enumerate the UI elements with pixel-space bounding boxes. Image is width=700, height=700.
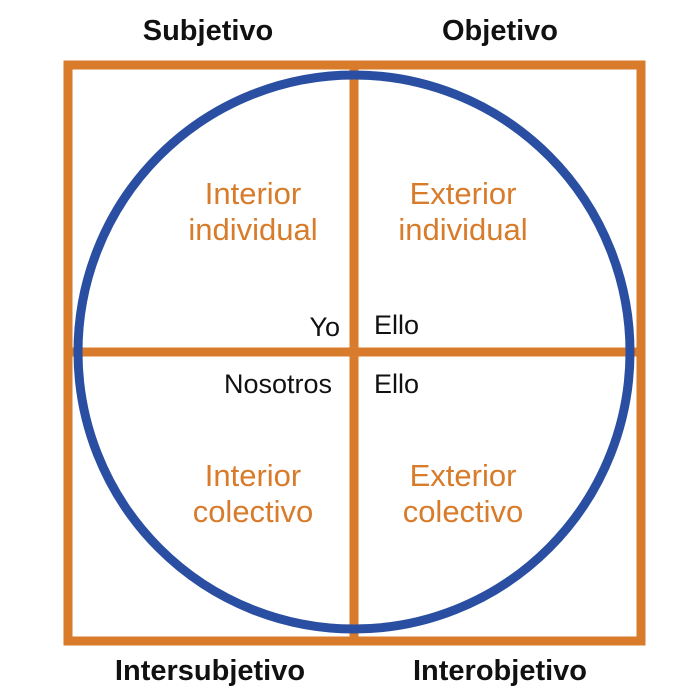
pronoun-yo: Yo [309, 312, 340, 342]
corner-label-intersubjetivo: Intersubjetivo [114, 655, 306, 687]
quadrant-upper-left-line1: Interior [204, 176, 302, 211]
pronoun-ello-upper: Ello [374, 310, 420, 340]
quadrant-upper-left-label: Interior individual [143, 176, 363, 248]
corner-label-interobjetivo: Interobjetivo [412, 655, 587, 687]
quadrant-upper-left-line2: individual [188, 212, 318, 247]
quadrant-lower-right-line1: Exterior [409, 458, 517, 493]
central-circle [73, 70, 635, 634]
corner-label-objetivo: Objetivo [441, 15, 558, 47]
quadrant-lower-right-label: Exterior colectivo [353, 458, 573, 530]
quadrant-lower-left-line2: colectivo [192, 494, 314, 529]
pronoun-ello-lower: Ello [374, 369, 420, 399]
quadrant-lower-right-line2: colectivo [402, 494, 524, 529]
corner-label-subjetivo: Subjetivo [142, 15, 274, 47]
quadrant-lower-left-line1: Interior [204, 458, 302, 493]
quadrant-upper-right-line1: Exterior [409, 176, 517, 211]
quadrant-lower-left-label: Interior colectivo [143, 458, 363, 530]
quadrant-upper-right-label: Exterior individual [353, 176, 573, 248]
quadrant-upper-right-line2: individual [398, 212, 528, 247]
pronoun-nosotros: Nosotros [223, 369, 332, 399]
